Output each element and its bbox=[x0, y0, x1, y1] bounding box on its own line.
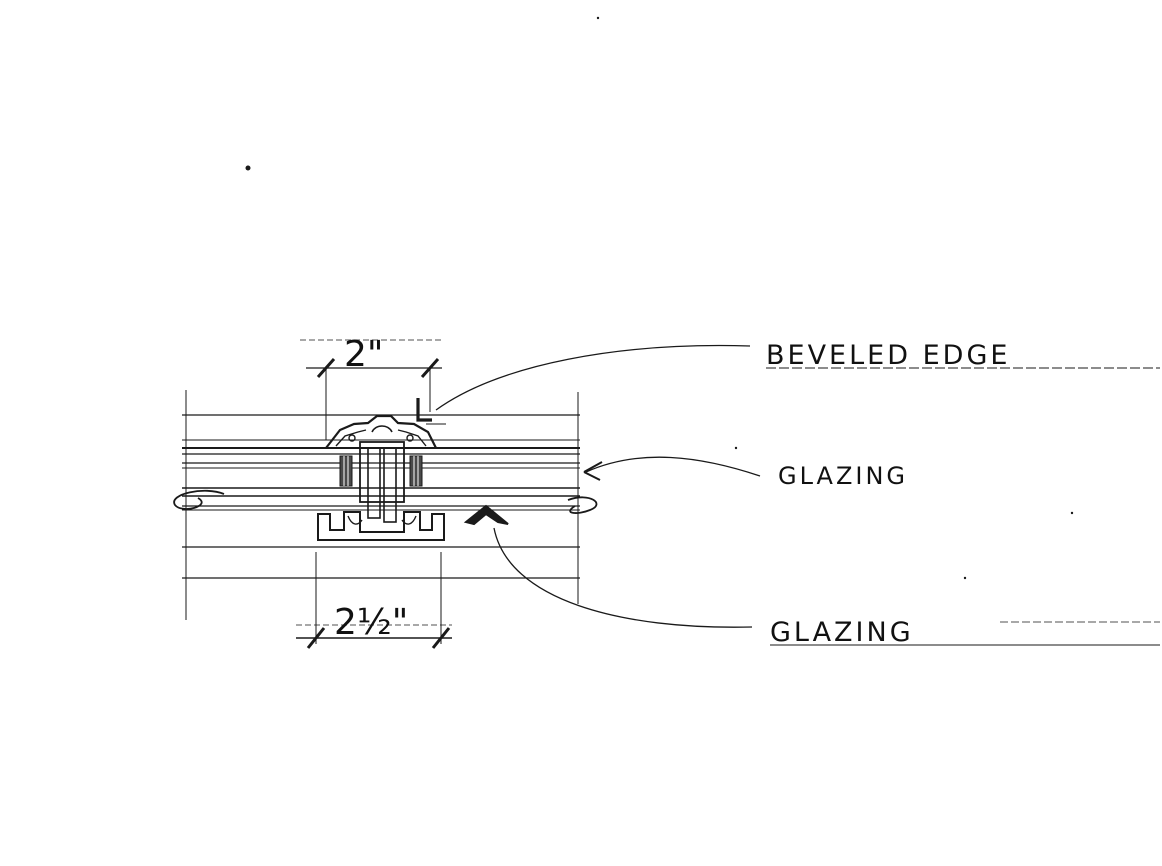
break-mark-left bbox=[173, 489, 225, 510]
bevel-marker bbox=[416, 398, 432, 422]
dimension-bottom bbox=[296, 552, 452, 649]
label-glazing-lower: GLAZING bbox=[770, 617, 914, 648]
stray-dot bbox=[1070, 511, 1074, 515]
break-mark-right bbox=[567, 496, 598, 514]
stray-dot bbox=[963, 576, 967, 580]
stray-dot bbox=[245, 165, 251, 171]
panel-layer-lines bbox=[182, 390, 580, 620]
leader-glazing-upper-arrow bbox=[583, 461, 603, 481]
glazing-wedge-arrow bbox=[463, 504, 509, 526]
dimension-top-label: 2" bbox=[344, 334, 383, 375]
label-glazing-upper: GLAZING bbox=[778, 462, 908, 490]
dimension-top bbox=[300, 339, 442, 440]
leader-glazing-upper bbox=[585, 456, 761, 477]
label-beveled-edge: BEVELED EDGE bbox=[766, 340, 1010, 371]
stray-dot bbox=[596, 16, 600, 20]
leader-beveled-edge bbox=[435, 344, 751, 411]
leader-glazing-lower bbox=[493, 527, 753, 628]
dimension-bottom-label: 2½" bbox=[334, 602, 408, 643]
mullion-extrusion bbox=[317, 414, 445, 541]
stray-dot bbox=[734, 446, 738, 450]
